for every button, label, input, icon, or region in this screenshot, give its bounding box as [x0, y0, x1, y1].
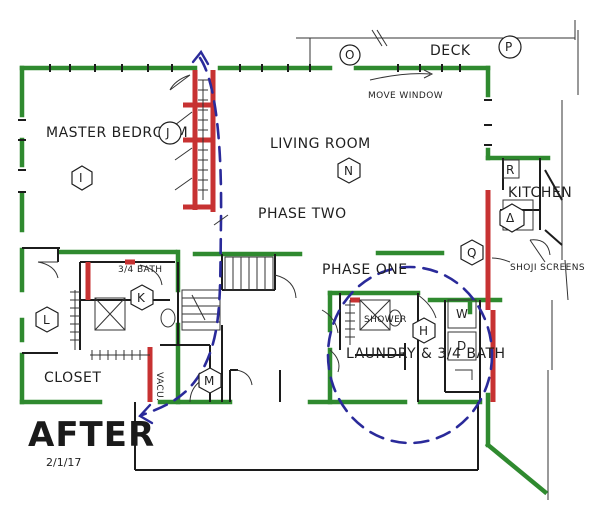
svg-text:P: P [505, 40, 512, 54]
laundry-label: LAUNDRY & 3/4 BATH [346, 346, 506, 362]
tag-j: J [158, 121, 182, 145]
tag-q: Q [460, 239, 484, 266]
svg-text:J: J [165, 126, 170, 140]
svg-text:Δ: Δ [506, 211, 515, 225]
tag-o: O [339, 44, 361, 66]
deck-label: DECK [430, 43, 471, 59]
fixtures [94, 159, 551, 380]
svg-text:H: H [419, 324, 428, 338]
tag-r: R [506, 163, 514, 177]
svg-text:R: R [506, 163, 514, 177]
tag-delta: Δ [499, 203, 525, 233]
shower-label: SHOWER [364, 315, 407, 325]
drawing-date: 2/1/17 [46, 456, 81, 469]
tag-k: K [130, 284, 154, 311]
living-room-label: LIVING ROOM [270, 136, 371, 152]
phase-two-note: PHASE TWO [258, 206, 347, 222]
bath-label: 3/4 BATH [118, 265, 162, 275]
master-bedroom-label: MASTER BEDROOM [46, 125, 188, 141]
svg-text:M: M [204, 374, 214, 388]
window-marks [18, 64, 492, 193]
tag-m: M [198, 367, 222, 394]
shoji-leader [491, 257, 511, 263]
svg-text:D: D [457, 339, 466, 353]
move-window-note: MOVE WINDOW [368, 91, 443, 101]
closet-hatching [70, 79, 355, 360]
page-title: AFTER [28, 415, 155, 455]
move-window-arrow [369, 69, 434, 81]
tag-p: P [498, 35, 522, 59]
svg-text:L: L [43, 313, 50, 327]
deck-outline [296, 20, 579, 500]
phase-boundary [138, 49, 494, 445]
svg-text:O: O [345, 48, 354, 62]
stairs [181, 256, 274, 331]
svg-text:W: W [456, 307, 468, 321]
kitchen-label: KITCHEN [508, 185, 572, 201]
svg-text:Q: Q [467, 246, 476, 260]
phase-one-note: PHASE ONE [322, 262, 408, 278]
tag-w: W [456, 307, 468, 321]
vacu-label: VACU. [154, 372, 164, 401]
tag-l: L [35, 306, 59, 333]
closet-label: CLOSET [44, 370, 101, 386]
tag-d: D [457, 339, 466, 353]
tag-n: N [337, 157, 361, 184]
tag-h: H [412, 317, 436, 344]
shoji-screens-note: SHOJI SCREENS [510, 263, 585, 273]
svg-text:K: K [137, 291, 146, 305]
tag-i: I [71, 165, 93, 191]
svg-text:N: N [344, 164, 353, 178]
svg-text:I: I [79, 171, 83, 185]
